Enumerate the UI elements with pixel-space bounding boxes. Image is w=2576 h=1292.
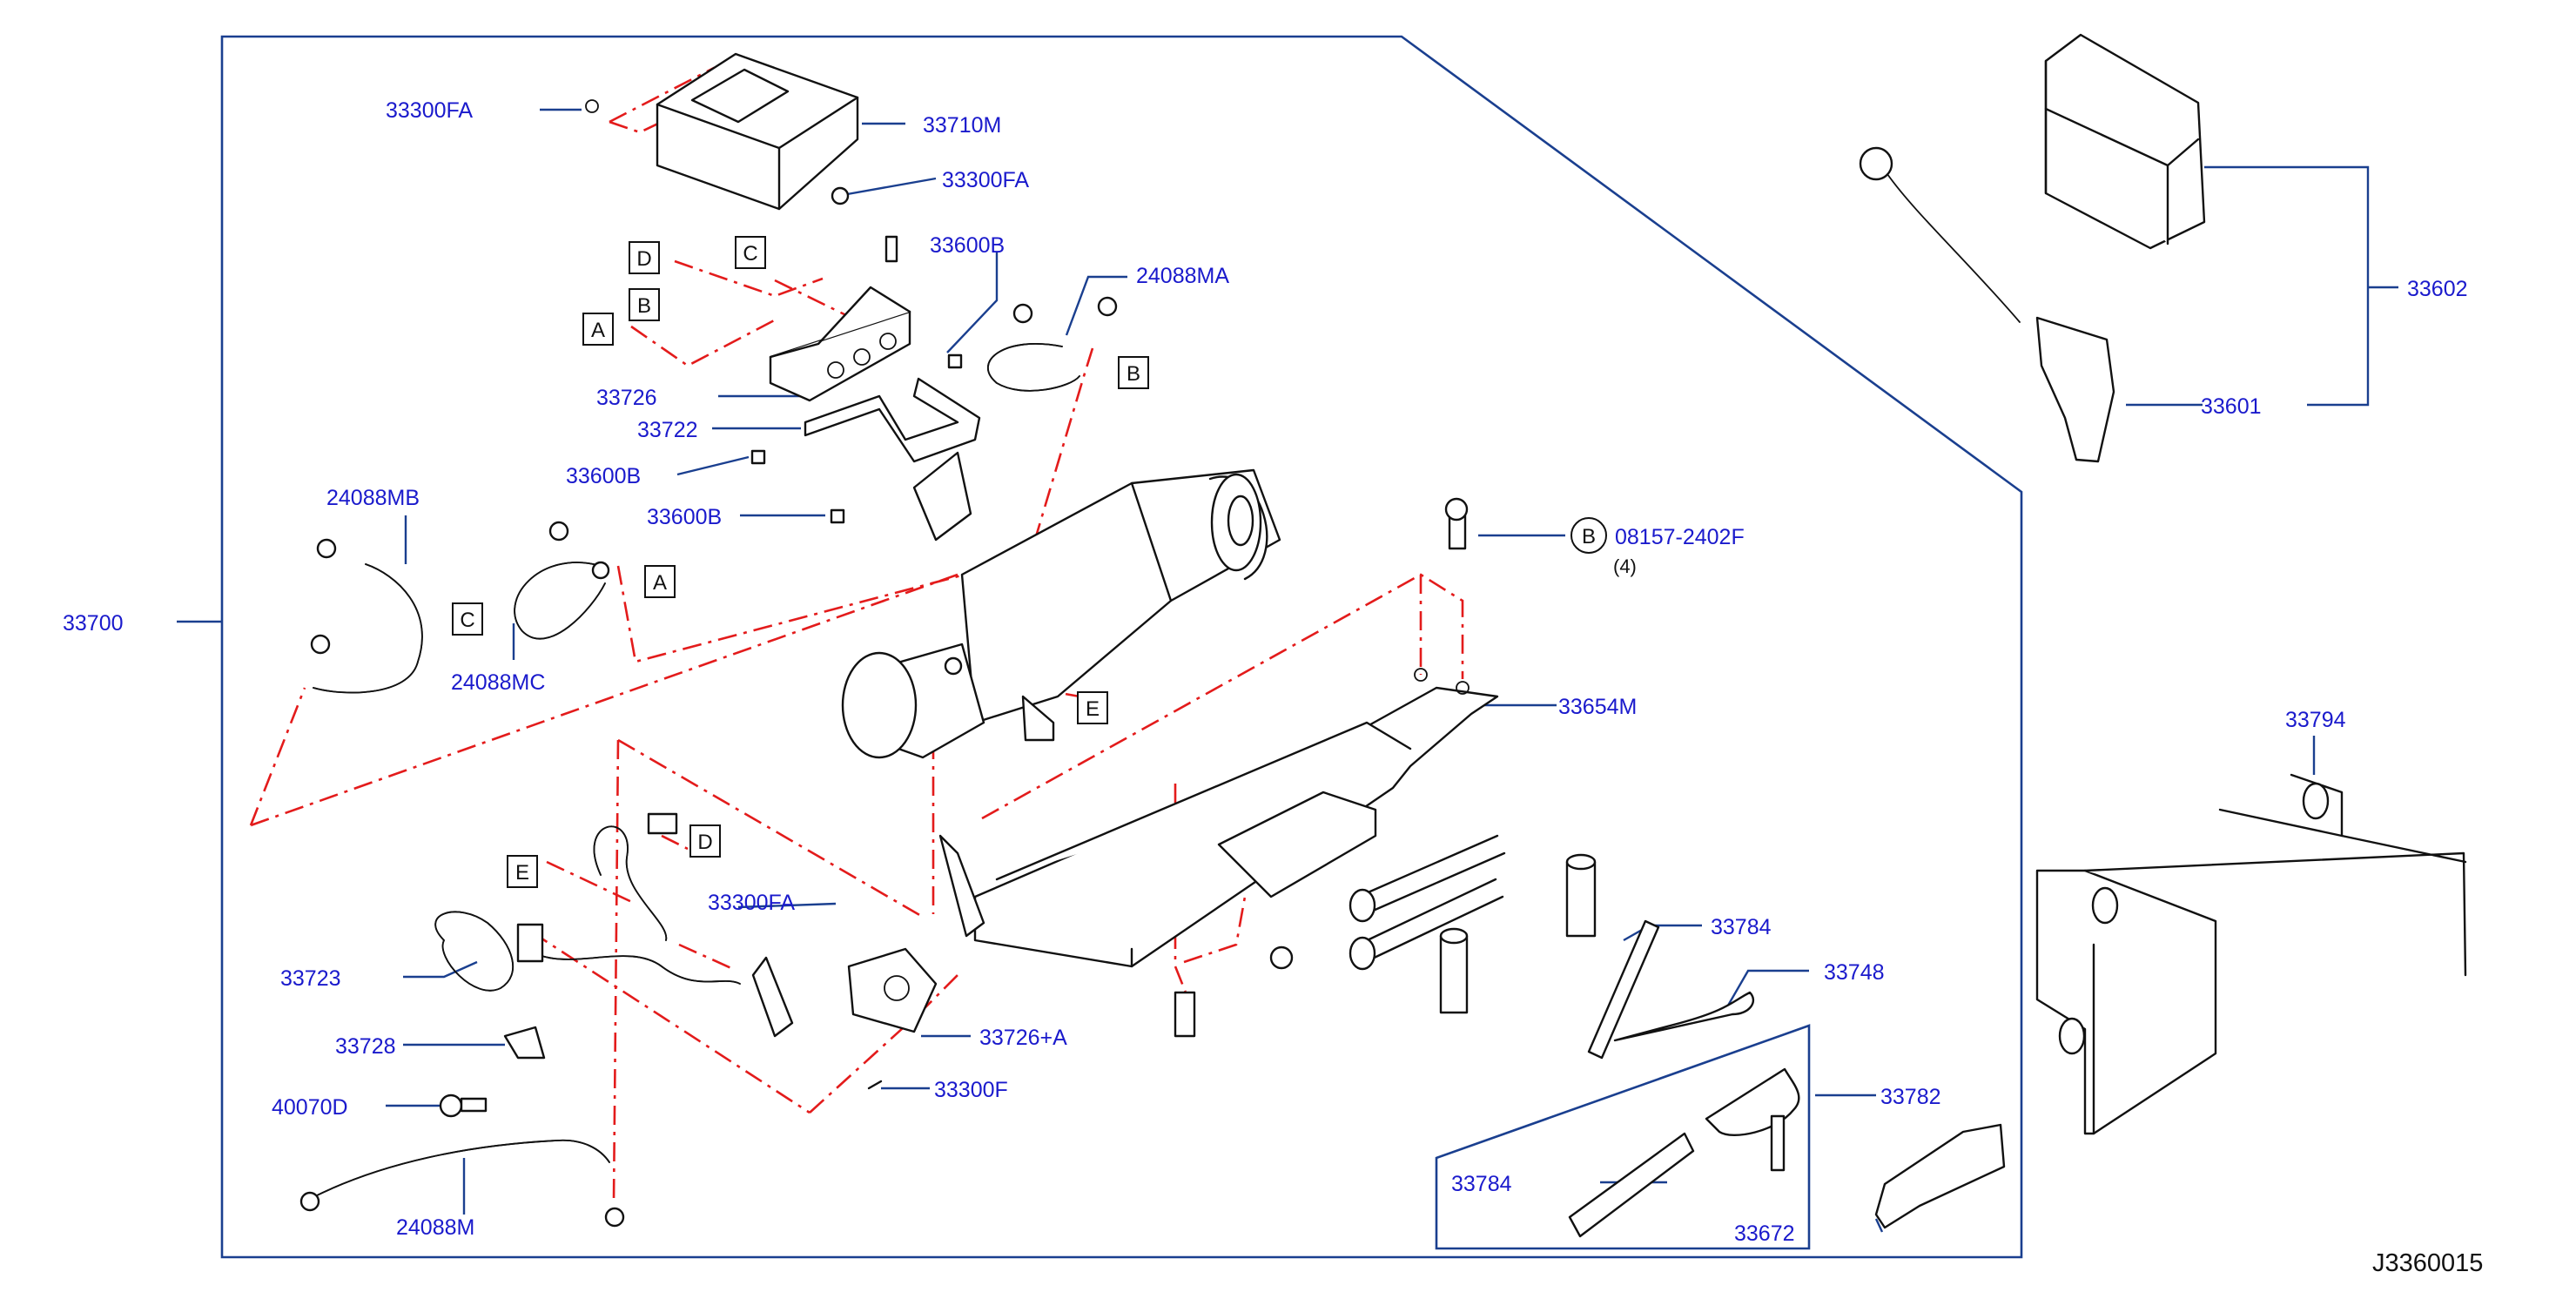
svg-text:A: A xyxy=(653,571,667,595)
label-33700: 33700 xyxy=(63,611,124,636)
ground-cable-part xyxy=(299,1139,625,1228)
label-33710m: 33710M xyxy=(923,113,1001,138)
label-33748: 33748 xyxy=(1824,960,1885,985)
tag-a-top: A xyxy=(582,313,614,346)
accessory-kit-frame xyxy=(1435,1024,1811,1250)
label-33794: 33794 xyxy=(2285,708,2346,732)
cable-24088mc-part xyxy=(514,521,610,640)
control-box-part xyxy=(769,235,911,402)
tag-e-mid: E xyxy=(1077,691,1108,724)
label-33726a: 33726+A xyxy=(979,1026,1067,1050)
svg-text:E: E xyxy=(1086,697,1100,721)
svg-text:C: C xyxy=(460,609,474,632)
assembly-frame xyxy=(220,35,2023,1259)
label-33784-top: 33784 xyxy=(1711,915,1772,939)
roller-cover-part xyxy=(2035,773,2467,1135)
label-33601: 33601 xyxy=(2201,394,2262,419)
label-24088mc: 24088MC xyxy=(451,670,545,695)
mounting-bracket-part xyxy=(750,353,981,542)
label-33728: 33728 xyxy=(335,1034,396,1059)
label-33300f: 33300F xyxy=(934,1078,1008,1102)
tag-e-low: E xyxy=(507,855,538,888)
roller-pins-part xyxy=(1349,834,1597,1014)
clip-and-bolt-part xyxy=(439,1026,883,1118)
label-qty-4: (4) xyxy=(1613,555,1637,577)
svg-text:D: D xyxy=(697,831,712,854)
switch-panel-part xyxy=(847,947,938,1033)
svg-text:B: B xyxy=(1127,362,1140,386)
svg-text:D: D xyxy=(636,247,651,271)
tag-c-mid: C xyxy=(452,602,483,636)
assembly-dash-lines xyxy=(249,66,1464,1202)
label-33672: 33672 xyxy=(1734,1221,1795,1246)
tag-c-top: C xyxy=(735,236,766,269)
tag-b-top: B xyxy=(629,288,660,321)
tag-d-top: D xyxy=(629,241,660,274)
label-08157-2402f: 08157-2402F xyxy=(1615,525,1745,549)
label-33600b-top: 33600B xyxy=(930,233,1005,258)
label-33784-low: 33784 xyxy=(1451,1172,1512,1196)
label-33300fa-cover: 33300FA xyxy=(942,168,1029,192)
winch-cover-part xyxy=(585,52,859,211)
label-33300fa-top: 33300FA xyxy=(386,98,473,123)
reference-tags: D C B A B A C E xyxy=(452,236,1607,888)
tag-d-low: D xyxy=(689,824,721,858)
cable-24088mb-part xyxy=(310,538,423,694)
tag-b-circle: B xyxy=(1570,517,1607,554)
cable-24088ma-part xyxy=(986,296,1118,392)
label-33722: 33722 xyxy=(637,418,698,442)
label-33726: 33726 xyxy=(596,386,657,410)
svg-text:B: B xyxy=(1582,525,1596,548)
label-33600b-low: 33600B xyxy=(647,505,722,529)
label-24088m: 24088M xyxy=(396,1215,474,1240)
part-number-labels: 33300FA 33710M 33300FA 33600B 24088MA 33… xyxy=(63,98,2483,1277)
winch-base-frame-part xyxy=(938,497,1499,1038)
svg-text:B: B xyxy=(637,294,651,318)
label-33300fa-low: 33300FA xyxy=(708,891,795,915)
label-33654m: 33654M xyxy=(1558,695,1637,719)
svg-text:A: A xyxy=(591,319,605,342)
remote-control-part xyxy=(1859,146,2115,463)
svg-text:E: E xyxy=(515,861,529,885)
document-id: J3360015 xyxy=(2372,1249,2483,1277)
label-33723: 33723 xyxy=(280,966,341,991)
label-24088mb: 24088MB xyxy=(326,486,420,510)
wiring-harness-33723-part xyxy=(434,812,794,1038)
label-33782: 33782 xyxy=(1880,1085,1941,1109)
tag-b-right: B xyxy=(1118,356,1149,389)
label-33602: 33602 xyxy=(2407,277,2468,301)
storage-bag-part xyxy=(2044,33,2206,250)
svg-text:C: C xyxy=(743,242,757,266)
tag-a-mid: A xyxy=(644,565,676,598)
label-40070d: 40070D xyxy=(272,1095,348,1120)
label-33600b-mid: 33600B xyxy=(566,464,641,488)
accessory-tools-part xyxy=(1568,919,2006,1238)
label-24088ma: 24088MA xyxy=(1136,264,1229,288)
winch-motor-drum-part xyxy=(841,468,1281,759)
